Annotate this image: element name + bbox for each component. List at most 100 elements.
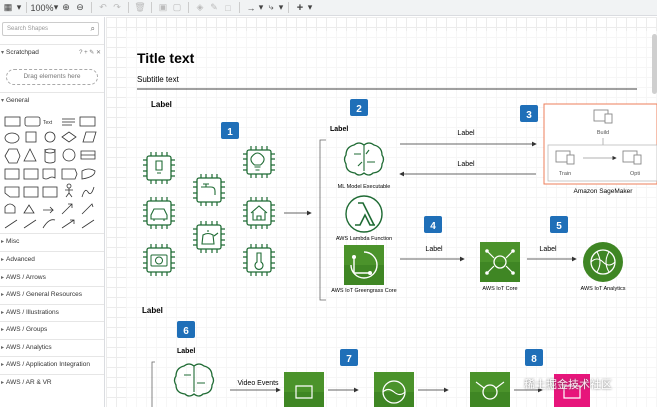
line-color-icon[interactable]: ✎ [210, 2, 218, 12]
scratchpad-tools[interactable]: ? + ✎ ✕ [79, 50, 101, 56]
toolbar-divider [288, 2, 289, 13]
device-sensor-icon[interactable] [142, 151, 176, 185]
diagram-subtitle[interactable]: Subtitle text [137, 75, 180, 84]
section-aws-general-resources[interactable]: ▸AWS / General Resources [0, 286, 104, 303]
zoom-out-icon[interactable]: ⊖ [76, 2, 84, 12]
section-general[interactable]: ▾ General [0, 92, 104, 109]
service-icon-8[interactable] [470, 372, 510, 407]
waypoints-icon[interactable]: ⤷ [268, 2, 274, 12]
group-label-second[interactable]: Label [142, 306, 163, 315]
sagemaker-in-label[interactable]: Label [457, 130, 475, 137]
step6-label[interactable]: Label [177, 348, 195, 355]
connection-icon[interactable]: → [246, 2, 256, 13]
iot-core-icon[interactable] [480, 242, 520, 282]
step-badge-6[interactable]: 6 [177, 321, 195, 338]
step-badge-4[interactable]: 4 [424, 216, 442, 233]
ml-model-icon[interactable] [343, 139, 385, 177]
greengrass-core-label[interactable]: AWS IoT Greengrass Core [331, 288, 396, 294]
section-label: AWS / Analytics [6, 344, 52, 351]
sagemaker-out-label[interactable]: Label [457, 161, 475, 168]
iot-analytics-icon[interactable] [583, 242, 623, 282]
device-bulb-icon[interactable] [242, 145, 276, 179]
optimize-label[interactable]: Opti [630, 171, 640, 177]
general-shapes-palette[interactable]: Text [0, 111, 105, 231]
section-aws-ar-vr[interactable]: ▸AWS / AR & VR [0, 374, 104, 391]
chevron-down-icon[interactable]: ▾ [16, 2, 22, 12]
section-scratchpad[interactable]: ▾ Scratchpad ? + ✎ ✕ [0, 44, 104, 61]
waypoints-chevron-icon[interactable]: ▾ [278, 2, 284, 12]
section-aws-illustrations[interactable]: ▸AWS / Illustrations [0, 304, 104, 321]
step5-label[interactable]: Label [539, 246, 557, 253]
insert-icon[interactable]: + [296, 1, 304, 14]
zoom-chevron-icon[interactable]: ▾ [53, 2, 59, 12]
iot-core-label[interactable]: AWS IoT Core [482, 286, 517, 292]
optimize-icon[interactable] [622, 150, 642, 165]
to-front-icon[interactable]: ▣ [158, 2, 168, 12]
diagram-title[interactable]: Title text [137, 50, 195, 66]
section-label: AWS / Groups [6, 326, 48, 333]
lambda-icon[interactable] [345, 195, 383, 233]
iot-analytics-label[interactable]: AWS IoT Analytics [581, 286, 626, 292]
step-badge-5[interactable]: 5 [550, 216, 568, 233]
section-aws-groups[interactable]: ▸AWS / Groups [0, 321, 104, 338]
vertical-scrollbar[interactable] [652, 34, 657, 94]
section-aws-application-integration[interactable]: ▸AWS / Application Integration [0, 356, 104, 373]
build-icon[interactable] [593, 109, 613, 124]
undo-icon[interactable]: ↶ [99, 2, 107, 12]
sagemaker-label[interactable]: Amazon SageMaker [574, 188, 634, 195]
step-badge-1[interactable]: 1 [221, 122, 239, 139]
zoom-select[interactable]: 100% [30, 2, 54, 13]
step-badge-3[interactable]: 3 [520, 105, 538, 122]
search-icon[interactable]: ⌕ [90, 24, 95, 33]
section-advanced[interactable]: ▸Advanced [0, 251, 104, 268]
greengrass-core-icon[interactable] [344, 245, 384, 285]
zoom-in-icon[interactable]: ⊕ [62, 2, 70, 12]
toolbar: ▦ ▾ 100% ▾ ⊕ ⊖ ↶ ↷ 🗑 ▣ ▢ ◈ ✎ □ → ▾ ⤷ ▾ +… [0, 0, 657, 16]
diagram[interactable]: Title text Subtitle text Label Label ML … [106, 17, 657, 407]
section-aws-analytics[interactable]: ▸AWS / Analytics [0, 339, 104, 356]
device-car-icon[interactable] [142, 196, 176, 230]
step-badge-2[interactable]: 2 [350, 99, 368, 116]
redo-icon[interactable]: ↷ [113, 2, 121, 12]
scratchpad-drop-zone[interactable]: Drag elements here [6, 69, 98, 85]
section-label: AWS / Application Integration [6, 361, 90, 368]
caret-down-icon: ▾ [1, 50, 5, 56]
service-icon-8b[interactable] [554, 374, 590, 407]
format-panel-icon[interactable]: ▦ [3, 2, 13, 12]
step-badge-7[interactable]: 7 [340, 349, 358, 366]
to-back-icon[interactable]: ▢ [172, 2, 182, 12]
step4-label[interactable]: Label [425, 246, 443, 253]
step-badge-8[interactable]: 8 [525, 349, 543, 366]
toolbar-divider [151, 2, 152, 13]
device-camera-icon[interactable] [142, 243, 176, 277]
shadow-icon[interactable]: □ [225, 2, 231, 13]
device-kettle-icon[interactable] [192, 220, 226, 254]
step-number: 5 [556, 221, 562, 232]
train-icon[interactable] [555, 150, 575, 165]
section-misc[interactable]: ▸Misc [0, 233, 104, 250]
ml-model-label[interactable]: ML Model Executable [338, 184, 391, 190]
connection-chevron-icon[interactable]: ▾ [258, 2, 264, 12]
fill-color-icon[interactable]: ◈ [196, 2, 204, 12]
delete-icon[interactable]: 🗑 [134, 2, 146, 12]
edge-group-label[interactable]: Label [330, 126, 348, 133]
diagram-canvas[interactable]: Title text Subtitle text Label Label ML … [106, 17, 657, 407]
ml-model-icon-2[interactable] [173, 363, 215, 397]
device-thermometer-icon[interactable] [242, 243, 276, 277]
video-events-label[interactable]: Video Events [237, 380, 279, 387]
section-aws-arrows[interactable]: ▸AWS / Arrows [0, 269, 104, 286]
section-label: General [6, 97, 30, 104]
insert-chevron-icon[interactable]: ▾ [307, 2, 313, 12]
step-number: 2 [356, 104, 362, 115]
train-label[interactable]: Train [559, 171, 571, 177]
search-input[interactable]: Search Shapes ⌕ [2, 22, 99, 36]
lambda-label[interactable]: AWS Lambda Function [336, 236, 392, 242]
caret-right-icon: ▸ [1, 345, 5, 351]
toolbar-divider [239, 2, 240, 13]
build-label[interactable]: Build [597, 130, 609, 136]
device-faucet-icon[interactable] [192, 173, 226, 207]
device-house-icon[interactable] [242, 196, 276, 230]
service-icon-7b[interactable] [374, 372, 414, 407]
group-label-main[interactable]: Label [151, 100, 172, 109]
service-icon-7[interactable] [284, 372, 324, 407]
